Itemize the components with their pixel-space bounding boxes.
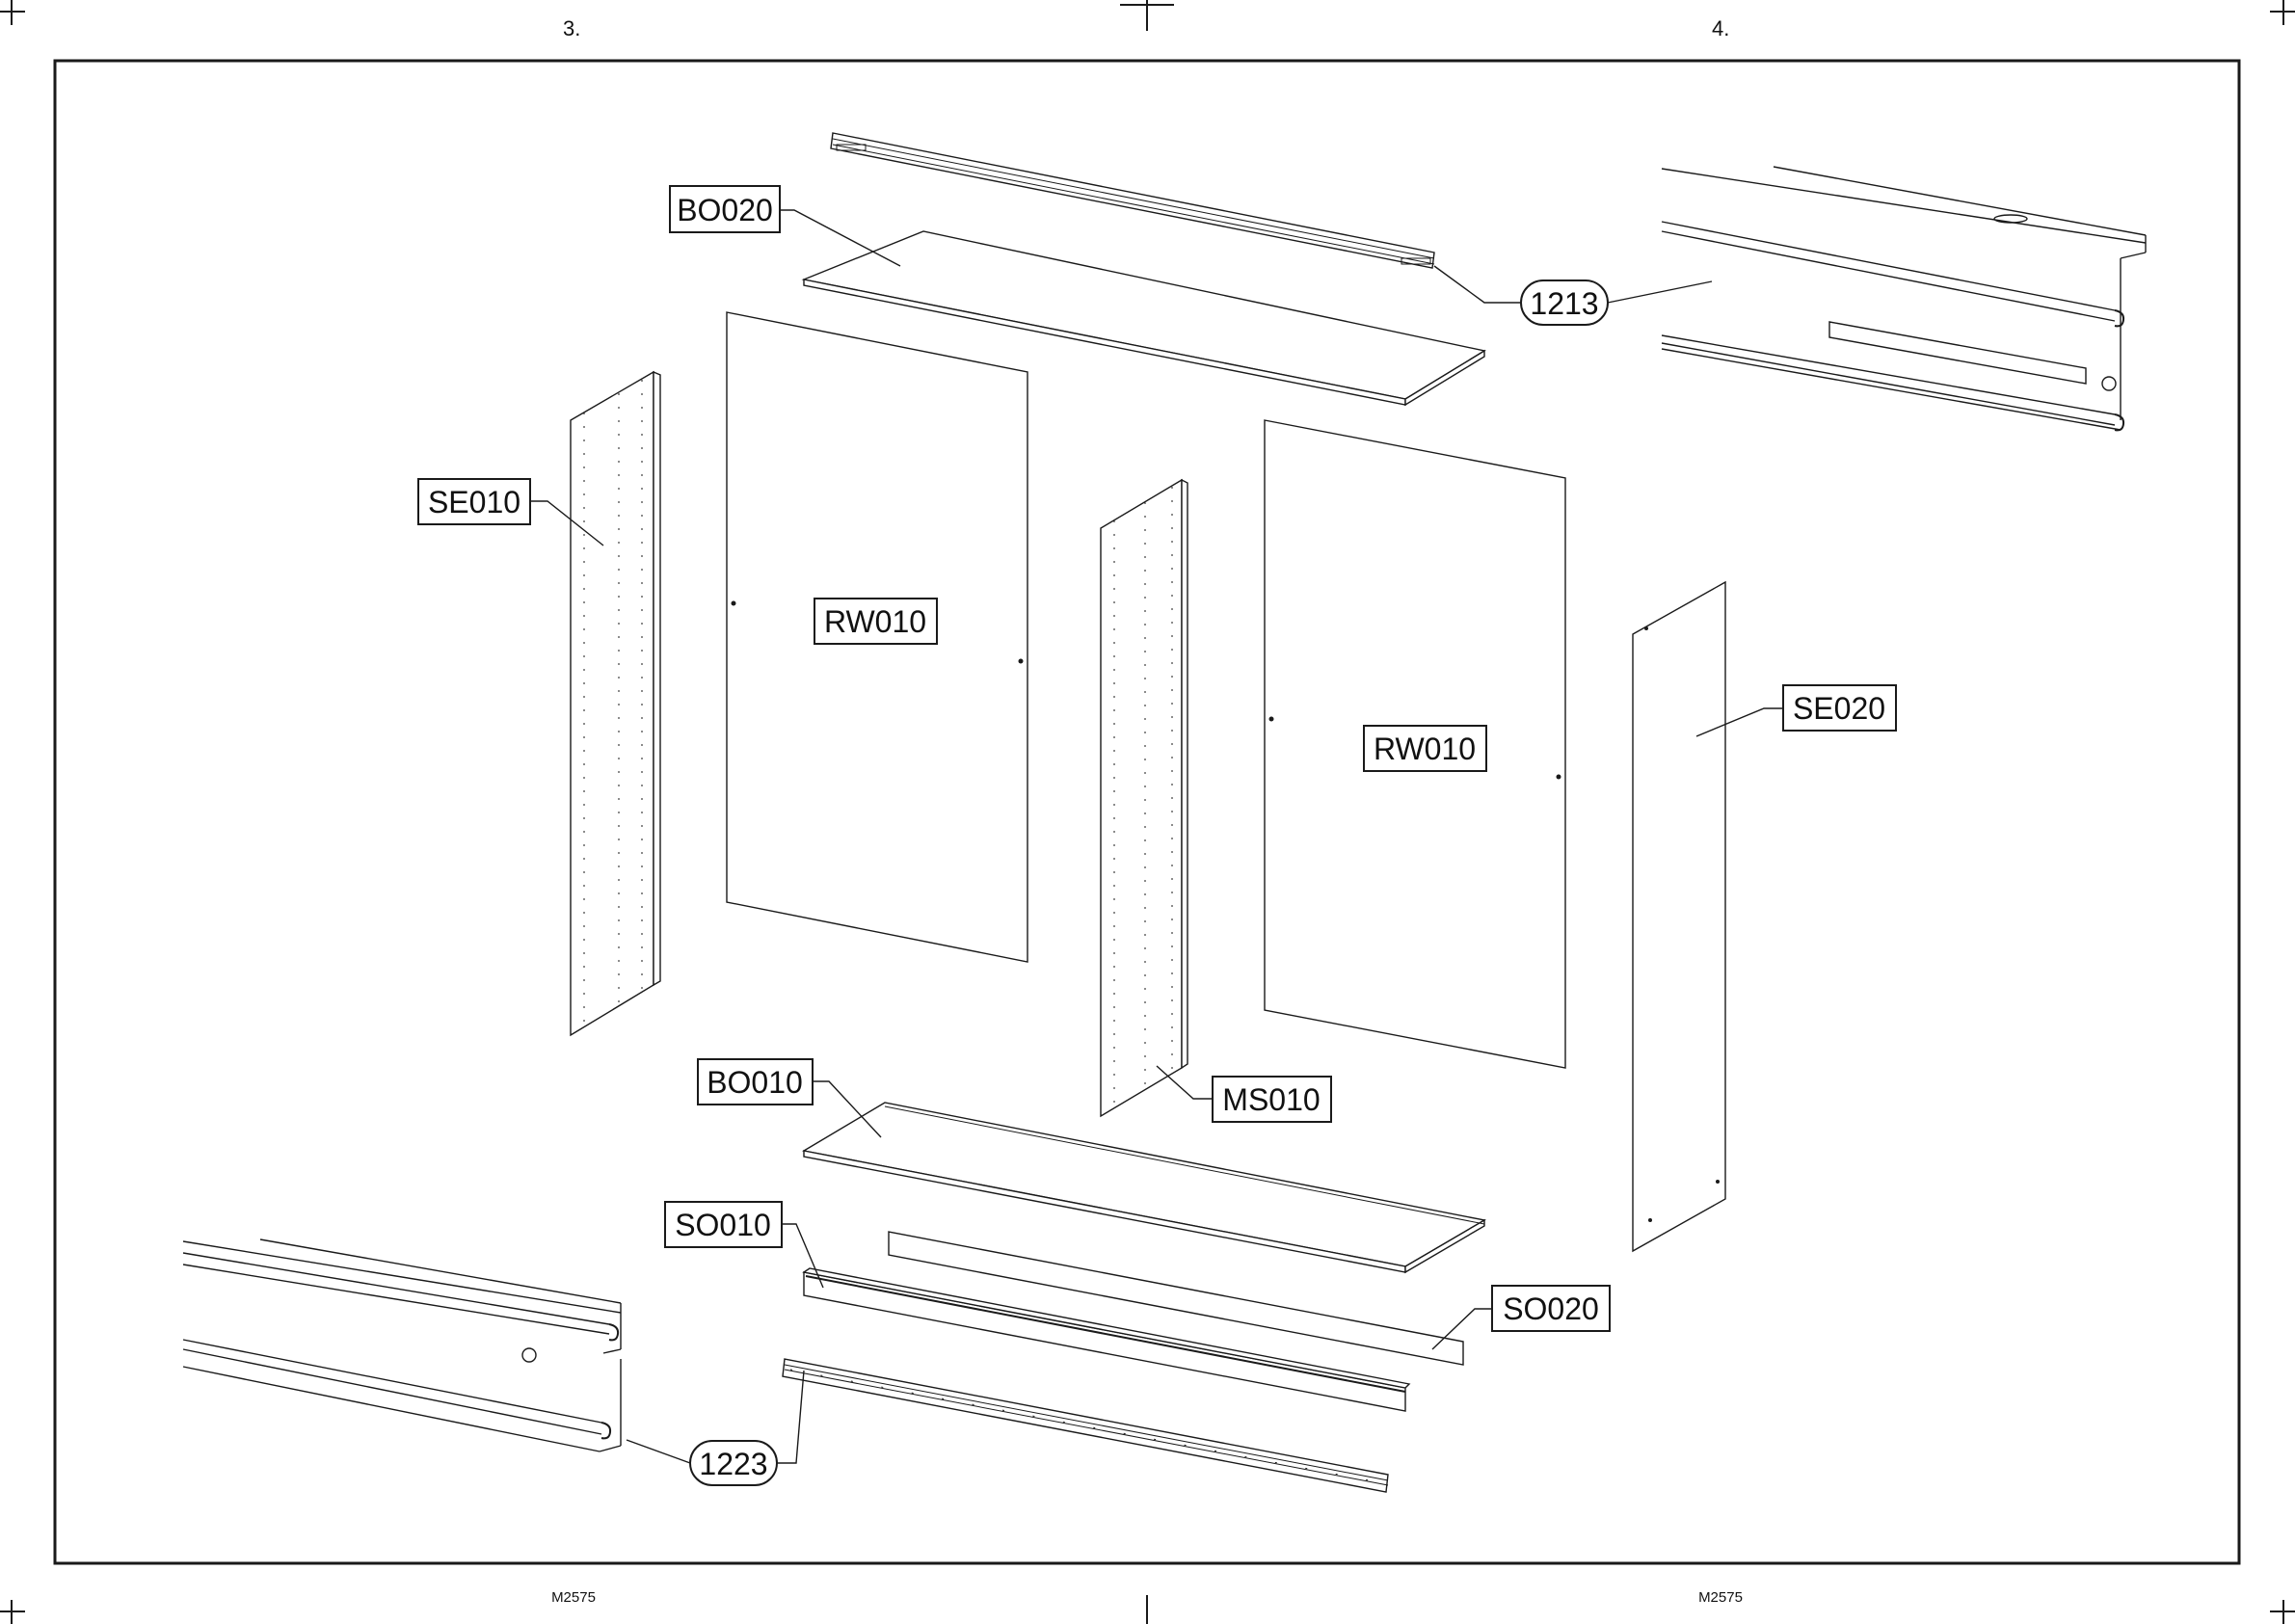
label-rw010-left: RW010 bbox=[814, 599, 937, 644]
rail-detail-1213 bbox=[1662, 167, 2146, 430]
label-se010: SE010 bbox=[418, 479, 530, 524]
label-se010-text: SE010 bbox=[428, 485, 520, 519]
rail-detail-1223 bbox=[183, 1239, 621, 1451]
label-ms010-text: MS010 bbox=[1222, 1082, 1320, 1117]
side-panel-se010 bbox=[571, 372, 660, 1035]
label-rw010-right-text: RW010 bbox=[1374, 732, 1476, 766]
label-bo020: BO020 bbox=[670, 186, 780, 232]
label-bo010: BO010 bbox=[698, 1059, 813, 1105]
label-so010-text: SO010 bbox=[675, 1208, 771, 1242]
footer-code-left: M2575 bbox=[551, 1589, 596, 1606]
label-se020: SE020 bbox=[1783, 685, 1896, 731]
page-number-right: 4. bbox=[1712, 16, 1729, 40]
side-panel-se020 bbox=[1633, 582, 1725, 1251]
label-rw010-right: RW010 bbox=[1364, 726, 1486, 771]
label-so020-text: SO020 bbox=[1503, 1291, 1599, 1326]
label-so020: SO020 bbox=[1492, 1286, 1610, 1331]
label-se020-text: SE020 bbox=[1793, 691, 1885, 726]
middle-panel-ms010 bbox=[1101, 480, 1188, 1116]
label-1213-text: 1213 bbox=[1530, 286, 1598, 321]
label-ms010: MS010 bbox=[1213, 1077, 1331, 1122]
label-rw010-left-text: RW010 bbox=[824, 604, 926, 639]
label-1213: 1213 bbox=[1521, 280, 1608, 325]
label-1223-text: 1223 bbox=[699, 1447, 767, 1481]
label-so010: SO010 bbox=[665, 1202, 782, 1247]
label-bo020-text: BO020 bbox=[677, 193, 773, 227]
label-bo010-text: BO010 bbox=[707, 1065, 803, 1100]
page-number-left: 3. bbox=[563, 16, 580, 40]
label-1223: 1223 bbox=[690, 1441, 777, 1485]
footer-code-right: M2575 bbox=[1698, 1589, 1743, 1606]
